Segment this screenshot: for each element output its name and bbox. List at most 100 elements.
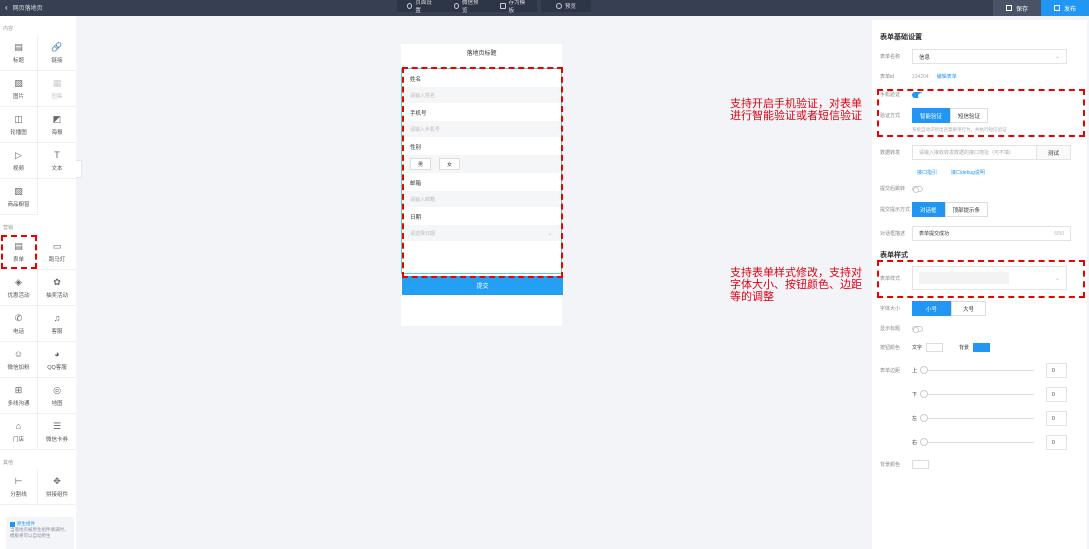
gender-female-option[interactable]: 女 bbox=[439, 158, 460, 170]
sidebar-item-link[interactable]: 🔗链接 bbox=[38, 35, 76, 71]
back-button[interactable]: ‹ 网页落地页 bbox=[5, 3, 43, 12]
button-bg-color-swatch[interactable] bbox=[973, 343, 991, 352]
sidebar-item-group[interactable]: ▦图集 bbox=[38, 71, 76, 107]
margin-top-input[interactable]: 0 bbox=[1046, 363, 1067, 378]
sidebar-item-product[interactable]: ▨商品橱窗 bbox=[0, 179, 38, 215]
sidebar-item-form[interactable]: ▤表单 bbox=[0, 234, 38, 270]
publish-icon bbox=[1053, 5, 1060, 11]
title-icon: ▤ bbox=[14, 41, 23, 52]
phone-verify-label: 手机验证 bbox=[880, 92, 901, 98]
phone-input[interactable]: 请输入手机号 bbox=[402, 121, 561, 137]
gender-male-option[interactable]: 男 bbox=[410, 158, 431, 170]
sidebar-item-wechat-card[interactable]: ☰微信卡券 bbox=[38, 414, 76, 450]
verify-hint: 系统自动识别出恶意刷单行为，并执行短信验证 bbox=[912, 127, 1007, 132]
font-size-segmented: 小号 大号 bbox=[912, 301, 987, 316]
section-title-other: 其他 bbox=[3, 460, 14, 466]
sidebar-item-coupon[interactable]: ◈优惠活动 bbox=[0, 270, 38, 306]
button-text-color-swatch[interactable] bbox=[926, 343, 944, 352]
preview-button[interactable]: 预览 bbox=[541, 0, 591, 12]
sidebar-item-marquee[interactable]: ▭跑马灯 bbox=[38, 234, 76, 270]
margin-right-input[interactable]: 0 bbox=[1046, 435, 1067, 450]
sidebar-item-map-pin[interactable]: ◎地图 bbox=[38, 378, 76, 414]
sidebar-item-multi-channel[interactable]: ⊞多线沟通 bbox=[0, 378, 38, 414]
phone-label: 手机号 bbox=[410, 111, 427, 117]
font-large-option[interactable]: 大号 bbox=[951, 301, 987, 316]
sidebar-item-label: 轮播图 bbox=[10, 129, 27, 136]
sidebar-item-label: 海报 bbox=[51, 129, 63, 136]
margin-bottom-slider[interactable] bbox=[920, 390, 1034, 398]
dialog-option[interactable]: 对话框 bbox=[912, 202, 945, 217]
sidebar-item-label: 图集 bbox=[51, 93, 63, 100]
submit-tip-segmented: 对话框 顶部提示条 bbox=[912, 202, 989, 217]
poster-icon: ◩ bbox=[52, 113, 62, 124]
sidebar-item-label: QQ客服 bbox=[47, 364, 67, 371]
sidebar-item-wechat-add[interactable]: ☺微信加粉 bbox=[0, 342, 38, 378]
data-forward-label: 数据转发 bbox=[880, 150, 901, 156]
date-select[interactable]: 请选择日期 ⌄ bbox=[402, 225, 561, 241]
margin-right-slider[interactable] bbox=[920, 438, 1034, 446]
test-button[interactable]: 测试 bbox=[1037, 145, 1071, 160]
sidebar-item-title[interactable]: ▤标题 bbox=[0, 35, 38, 71]
font-small-option[interactable]: 小号 bbox=[912, 301, 952, 316]
name-input[interactable]: 请输入姓名 bbox=[402, 87, 561, 103]
sms-verify-option[interactable]: 短信验证 bbox=[950, 108, 989, 123]
text-icon: T bbox=[54, 149, 60, 160]
sidebar-item-qq[interactable]: ◕QQ客服 bbox=[38, 342, 76, 378]
chevron-down-icon: ⌄ bbox=[1054, 275, 1060, 282]
email-input[interactable]: 请输入邮箱 bbox=[402, 191, 561, 207]
sidebar-item-headset[interactable]: ♫客服 bbox=[38, 306, 76, 342]
sidebar-item-label: 拼接组件 bbox=[45, 491, 68, 498]
form-style-label: 表单样式 bbox=[880, 275, 901, 282]
chevron-left-icon: ‹ bbox=[5, 3, 8, 12]
sidebar-item-lottery[interactable]: ✿抽奖活动 bbox=[38, 270, 76, 306]
annotation-verify: 支持开启手机验证，对表单进行智能验证或者短信验证 bbox=[730, 98, 862, 122]
char-count: 6/50 bbox=[1054, 230, 1064, 237]
form-component[interactable]: 姓名 请输入姓名 手机号 请输入手机号 性别 男 女 邮箱 请输入邮箱 日期 请… bbox=[401, 68, 563, 295]
save-button[interactable]: 保存 bbox=[993, 0, 1041, 16]
section-title-marketing: 营销 bbox=[3, 225, 14, 231]
gear-icon bbox=[407, 3, 413, 9]
sidebar-item-video[interactable]: ▷视频 bbox=[0, 143, 38, 179]
divider-icon: ⊢ bbox=[14, 475, 23, 486]
sidebar-item-image[interactable]: ▨图片 bbox=[0, 71, 38, 107]
margin-left-slider[interactable] bbox=[920, 414, 1034, 422]
form-style-title: 表单样式 bbox=[880, 252, 908, 259]
sidebar-item-divider[interactable]: ⊢分割线 bbox=[0, 469, 38, 505]
lottery-icon: ✿ bbox=[53, 276, 61, 287]
bg-color-label: 背景颜色 bbox=[880, 462, 901, 468]
submit-button[interactable]: 提交 bbox=[402, 276, 563, 295]
wechat-add-icon: ☺ bbox=[13, 348, 24, 359]
page-settings-button[interactable]: 页面设置 bbox=[397, 0, 444, 14]
dialog-desc-input[interactable]: 表单提交成功 6/50 bbox=[912, 226, 1071, 241]
sidebar-item-carousel[interactable]: ◫轮播图 bbox=[0, 107, 38, 143]
sidebar-item-puzzle[interactable]: ✥拼接组件 bbox=[38, 469, 76, 505]
publish-button[interactable]: 发布 bbox=[1041, 0, 1089, 16]
submit-redirect-toggle[interactable] bbox=[912, 185, 923, 193]
api-debug-link[interactable]: 接口debug说明 bbox=[951, 170, 985, 176]
eye-icon bbox=[555, 3, 562, 9]
edit-form-link[interactable]: 编辑表单 bbox=[936, 74, 957, 80]
sidebar-collapse-handle[interactable] bbox=[76, 160, 82, 178]
save-as-template-button[interactable]: 存为模板 bbox=[490, 0, 537, 14]
api-guide-link[interactable]: 接口指引 bbox=[917, 170, 938, 176]
phone-verify-toggle[interactable] bbox=[912, 91, 924, 99]
gender-options: 男 女 bbox=[402, 155, 561, 173]
sidebar-item-label: 商品橱窗 bbox=[7, 201, 30, 208]
margin-left-input[interactable]: 0 bbox=[1046, 411, 1067, 426]
margin-bottom-input[interactable]: 0 bbox=[1046, 387, 1067, 402]
bg-color-swatch[interactable] bbox=[912, 460, 929, 469]
form-style-select[interactable]: ⌄ bbox=[912, 266, 1067, 290]
form-name-select[interactable]: 信息 ⌄ bbox=[912, 49, 1067, 64]
show-title-toggle[interactable] bbox=[912, 325, 923, 333]
data-forward-input[interactable]: 请输入接收转发数据的接口地址（可不填） bbox=[912, 145, 1037, 160]
top-bar-option[interactable]: 顶部提示条 bbox=[944, 202, 989, 217]
sidebar-item-poster[interactable]: ◩ 海报 bbox=[38, 107, 76, 143]
sidebar-item-phone[interactable]: ✆电话 bbox=[0, 306, 38, 342]
sidebar-item-label: 图片 bbox=[12, 93, 24, 100]
sidebar-item-label: 微信卡券 bbox=[45, 436, 68, 443]
sidebar-item-store[interactable]: ⌂门店 bbox=[0, 414, 38, 450]
margin-top-slider[interactable] bbox=[920, 366, 1034, 374]
wechat-preview-button[interactable]: 微信预览 bbox=[444, 0, 491, 14]
smart-verify-option[interactable]: 智能验证 bbox=[912, 108, 951, 123]
